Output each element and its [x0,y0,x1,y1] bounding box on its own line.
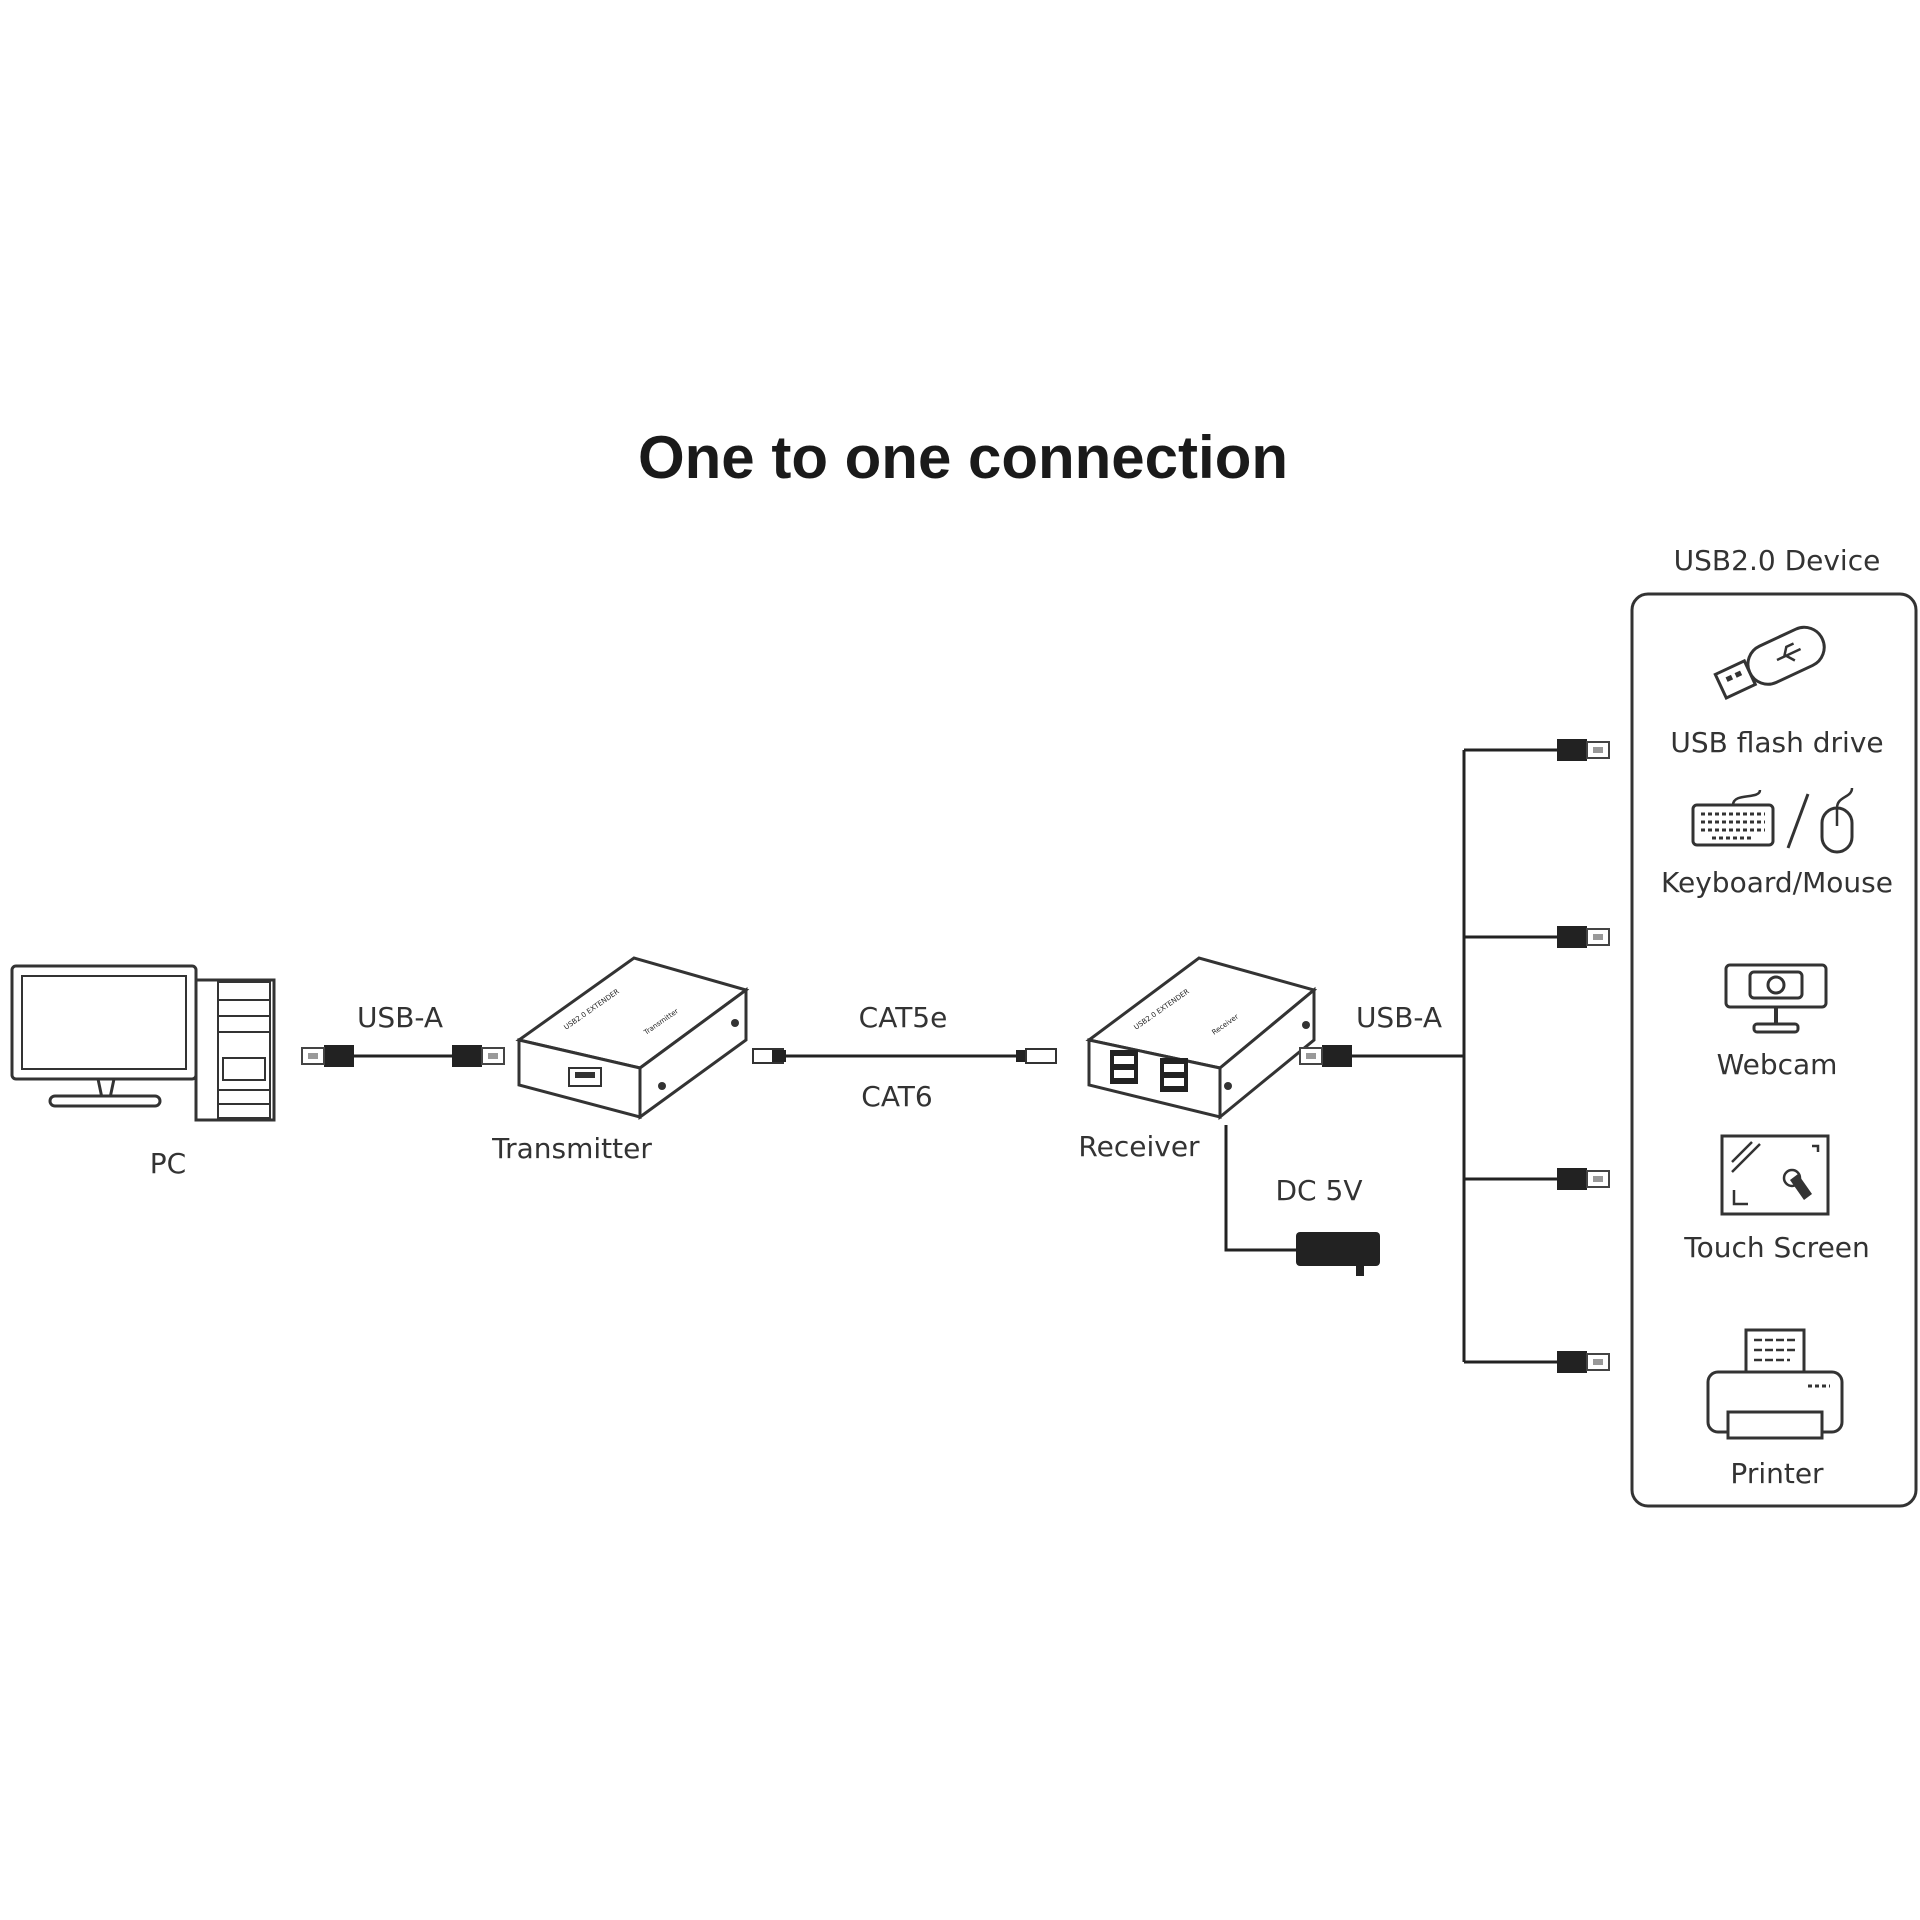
device-label-usb-flash-drive: USB flash drive [1670,726,1883,759]
device-label-printer: Printer [1730,1457,1824,1490]
usb-a-right-label: USB-A [1356,1001,1442,1034]
printer-icon [1706,1328,1844,1440]
usb-cable-right [1299,738,1610,1374]
touch-screen-icon [1720,1134,1830,1216]
transmitter-label: Transmitter [491,1132,652,1165]
dc-label: DC 5V [1276,1174,1363,1207]
cat6-label: CAT6 [861,1080,932,1113]
usb-cable-left [301,1044,505,1068]
diagram-title: One to one connection [638,424,1288,491]
cat5e-label: CAT5e [859,1001,948,1034]
transmitter-box: USB2.0 EXTENDER Transmitter [515,956,750,1120]
usb-a-left-label: USB-A [357,1001,443,1034]
receiver-label: Receiver [1078,1130,1200,1163]
device-label-webcam: Webcam [1717,1048,1838,1081]
usb-flash-drive-icon [1713,625,1826,700]
device-group-title: USB2.0 Device [1674,544,1881,577]
device-label-keyboard-mouse: Keyboard/Mouse [1661,866,1893,899]
device-label-touch-screen: Touch Screen [1683,1231,1870,1264]
dc-power-cable [1224,1125,1380,1276]
pc-label: PC [150,1147,186,1180]
receiver-box: USB2.0 EXTENDER Receiver [1085,956,1318,1121]
webcam-icon [1724,963,1828,1034]
network-cable [752,1048,1057,1064]
keyboard-mouse-icon [1691,787,1854,854]
pc-icon [10,964,276,1122]
